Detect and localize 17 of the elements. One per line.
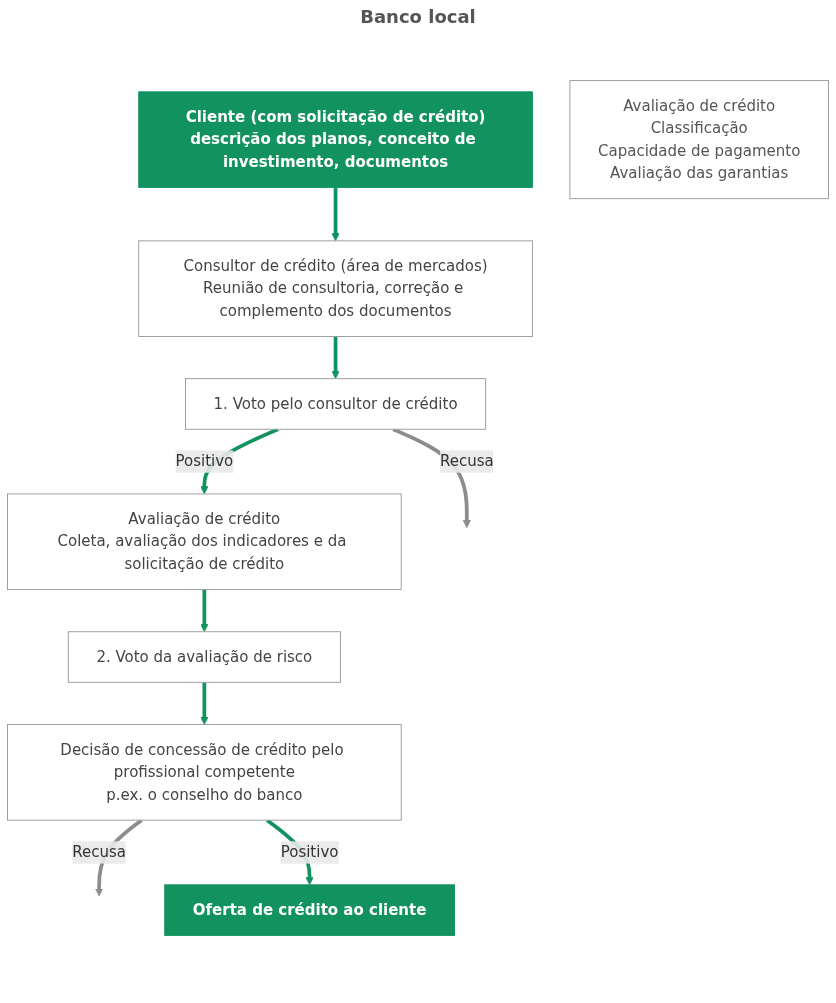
edge-label: Recusa <box>72 843 126 861</box>
edge-label: Positivo <box>175 452 234 471</box>
edge-label: Recusa <box>439 452 494 471</box>
node-box: Avaliação de crédito Coleta, avaliação dos indicadores e da solicitação de crédito <box>7 493 402 590</box>
node-box: Cliente (com solicitação de crédito) descrição dos planos, conceito de investimento, documentos <box>138 91 533 188</box>
node-box: Consultor de crédito (área de mercados) Reunião de consultoria, correção e complemento dos documentos <box>138 240 533 337</box>
arrow <box>200 589 209 633</box>
arrow <box>331 187 340 242</box>
edge-label: Positivo <box>280 843 339 861</box>
node-box: Avaliação de crédito Classificação Capacidade de pagamento Avaliação das garantias <box>569 80 829 200</box>
node-box: Oferta de crédito ao cliente <box>164 884 455 936</box>
arrow <box>331 336 340 379</box>
node-box: Decisão de concessão de crédito pelo profissional competente p.ex. o conselho do banco <box>7 724 402 821</box>
node-box: 1. Voto pelo consultor de crédito <box>185 378 487 430</box>
heading-text: Banco local <box>359 6 477 27</box>
arrow <box>200 682 209 725</box>
node-box: 2. Voto da avaliação de risco <box>67 631 341 683</box>
